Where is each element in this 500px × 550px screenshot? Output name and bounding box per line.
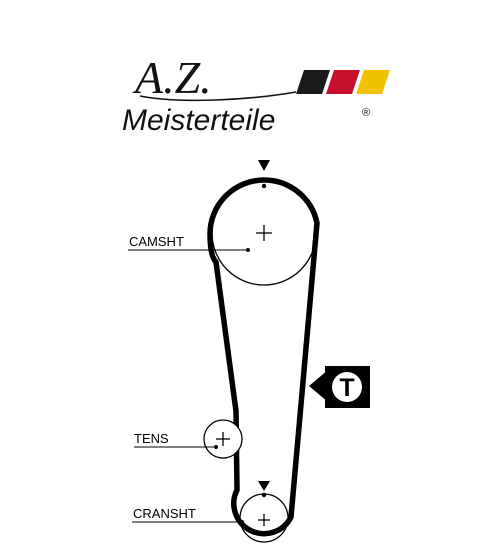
camshaft-label: CAMSHT (129, 234, 184, 249)
logo-registered-mark: ® (362, 107, 370, 119)
tensioner-pulley: TENS (134, 419, 243, 459)
logo-stripes-icon (296, 70, 390, 94)
camshaft-timing-arrow-icon (258, 160, 270, 171)
tension-badge-letter: T (339, 374, 354, 402)
crankshaft-pulley: CRANSHT (132, 481, 289, 543)
camshaft-timing-dot (261, 183, 267, 189)
tension-badge: T (309, 366, 370, 408)
crankshaft-label: CRANSHT (133, 506, 196, 521)
logo-stripe-black (296, 70, 330, 94)
crankshaft-timing-dot (261, 492, 267, 498)
logo-swoosh (139, 91, 297, 102)
logo-stripe-gold (356, 70, 390, 94)
logo-wordmark: Meisterteile (122, 104, 275, 137)
tensioner-label: TENS (134, 431, 169, 446)
timing-belt (207, 177, 320, 537)
tension-arrow-icon (309, 370, 328, 402)
tension-badge-circle (332, 372, 362, 402)
camshaft-pulley: CAMSHT (128, 160, 317, 286)
crankshaft-timing-arrow-icon (258, 481, 270, 491)
logo-stripe-red (326, 70, 360, 94)
logo-script-text: A.Z. (132, 52, 212, 103)
camshaft-pulley-circle (211, 180, 317, 286)
brand-logo: A.Z. Meisterteile ® (122, 52, 390, 137)
